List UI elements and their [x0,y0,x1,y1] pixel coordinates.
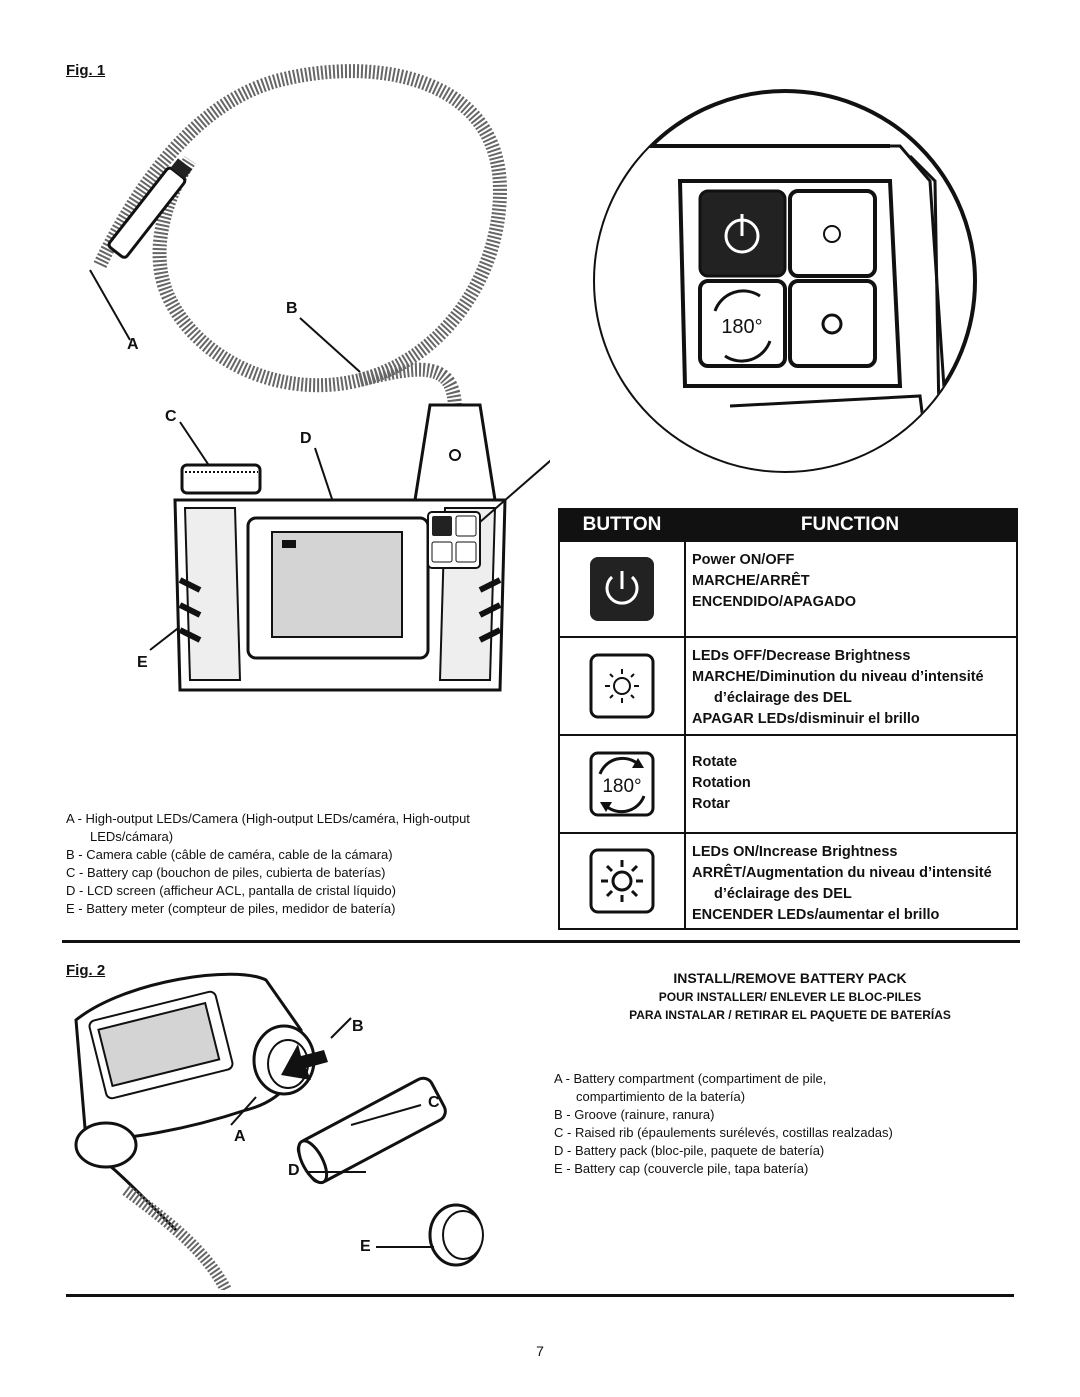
row-leds-off-line-4: APAGAR LEDs/disminuir el brillo [692,711,920,727]
fig2-legend-a: A - Battery compartment (compartiment de… [554,1071,827,1086]
table-row: LEDs OFF/Decrease Brightness MARCHE/Dimi… [560,636,1016,734]
section-divider [62,940,1020,943]
row-leds-on-line-1: LEDs ON/Increase Brightness [692,844,898,860]
row-leds-off-line-1: LEDs OFF/Decrease Brightness [692,648,911,664]
fig1-legend-c: C - Battery cap (bouchon de piles, cubie… [66,865,386,880]
fig2-label: Fig. 2 [66,962,106,979]
camera-cable [93,64,508,393]
row-rotate-line-2: Rotation [692,775,751,791]
fig2-callout-c: C [428,1094,440,1111]
button-function-table: BUTTON FUNCTION Power ON/OFF MARCHE/ARRÊ… [558,508,1018,930]
fig2-legend-d: D - Battery pack (bloc-pile, paquete de … [554,1143,825,1158]
fig2-callout-b: B [352,1018,364,1035]
fig2-subtitle-es: PARA INSTALAR / RETIRAR EL PAQUETE DE BA… [629,1008,951,1022]
row-leds-off-line-3: d’éclairage des DEL [714,690,852,706]
brightness-high-icon [589,848,655,914]
fig1-inspection-camera-illustration [89,64,550,692]
inset-rotate-icon-text: 180° [721,316,762,338]
row-leds-on-line-2: ARRÊT/Augmentation du niveau d’intensité [692,865,992,881]
rotate-180-icon: 180° [589,751,655,817]
fig2-callout-a: A [234,1128,246,1145]
fig1-legend-a-cont: LEDs/cámara) [90,829,174,844]
fig2-legend: A - Battery compartment (compartiment de… [554,1070,893,1178]
fig1-callout-c: C [165,408,177,425]
fig1-legend-a: A - High-output LEDs/Camera (High-output… [66,811,470,826]
fig2-heading: INSTALL/REMOVE BATTERY PACK POUR INSTALL… [560,970,1020,1022]
fig1-callout-a: A [127,336,139,353]
row-power-line-3: ENCENDIDO/APAGADO [692,594,857,610]
fig1-legend-e: E - Battery meter (compteur de piles, me… [66,901,396,916]
footer-divider [66,1294,1014,1297]
fig2-title: INSTALL/REMOVE BATTERY PACK [673,970,907,986]
fig2-legend-e: E - Battery cap (couvercle pile, tapa ba… [554,1161,809,1176]
fig1-callout-d: D [300,430,312,447]
row-power-line-1: Power ON/OFF [692,552,795,568]
row-rotate-line-3: Rotar [692,796,730,812]
fig2-subtitle-fr: POUR INSTALLER/ ENLEVER LE BLOC-PILES [658,990,922,1004]
fig2-callout-d: D [288,1162,300,1179]
row-leds-off-line-2: MARCHE/Diminution du niveau d’intensité [692,669,984,685]
fig1-legend: A - High-output LEDs/Camera (High-output… [66,810,470,918]
table-row: LEDs ON/Increase Brightness ARRÊT/Augmen… [560,832,1016,928]
table-row: Power ON/OFF MARCHE/ARRÊT ENCENDIDO/APAG… [560,540,1016,636]
brightness-low-icon [589,653,655,719]
row-leds-on-line-4: ENCENDER LEDs/aumentar el brillo [692,907,940,923]
rotate-icon-text: 180° [602,776,641,797]
row-power-line-2: MARCHE/ARRÊT [692,573,810,589]
camera-head [107,158,193,259]
fig2-legend-c: C - Raised rib (épaulements surélevés, c… [554,1125,893,1140]
fig1-callout-b: B [286,300,298,317]
table-header: BUTTON FUNCTION [560,510,1016,540]
fig1-callout-e: E [137,654,148,671]
fig1-label: Fig. 1 [66,62,106,79]
header-button: BUTTON [582,514,662,535]
fig2-legend-a-cont: compartimiento de la batería) [576,1089,746,1104]
row-rotate-line-1: Rotate [692,754,738,770]
fig2-legend-b: B - Groove (rainure, ranura) [554,1107,715,1122]
header-function: FUNCTION [800,514,900,535]
row-leds-on-line-3: d’éclairage des DEL [714,886,852,902]
fig2-callout-e: E [360,1238,371,1255]
table-row: 180° Rotate Rotation Rotar [560,734,1016,832]
page-number: 7 [536,1343,544,1359]
fig1-legend-b: B - Camera cable (câble de caméra, cable… [66,847,393,862]
fig2-battery-install-illustration [74,972,484,1290]
fig1-legend-d: D - LCD screen (afficheur ACL, pantalla … [66,883,396,898]
button-panel-inset: 180° [593,89,977,473]
power-icon [590,557,654,621]
